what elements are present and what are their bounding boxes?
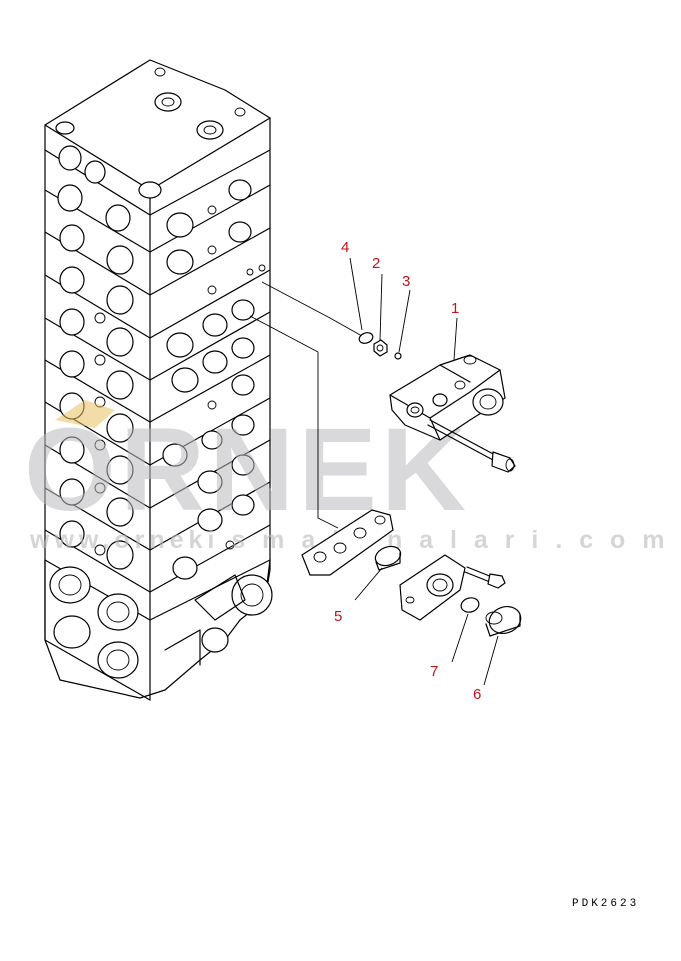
cover-bolt [464,566,506,589]
callout-1: 1 [451,300,459,317]
plug-part-6 [485,606,522,637]
ball-part-3 [394,352,402,360]
gasket-plate [301,509,394,576]
drawing-code: PDK2623 [572,898,639,910]
watermark-brand: ORNEK [24,404,470,536]
bolt [427,419,516,473]
o-ring-part-7 [460,597,480,613]
watermark: ORNEK www.orneki s m a k i n a l a r i .… [24,400,681,554]
callout-3: 3 [402,273,410,290]
left-face-ports [57,145,134,570]
right-face-ports [162,179,266,580]
plug-part-5 [374,545,402,571]
nut-part-2 [373,339,388,357]
callout-4: 4 [341,239,349,256]
assembly-guide-line [249,315,339,529]
callout-2: 2 [372,255,380,272]
o-ring-part-4 [358,332,374,344]
callout-5: 5 [334,608,342,625]
assembly-guide-line [261,281,363,337]
leader-lines [349,257,499,686]
cover-flange [399,554,466,621]
control-valve-assembly [44,59,273,701]
callout-6: 6 [473,686,481,703]
valve-body-part-1 [389,354,506,441]
callout-7: 7 [430,663,438,680]
